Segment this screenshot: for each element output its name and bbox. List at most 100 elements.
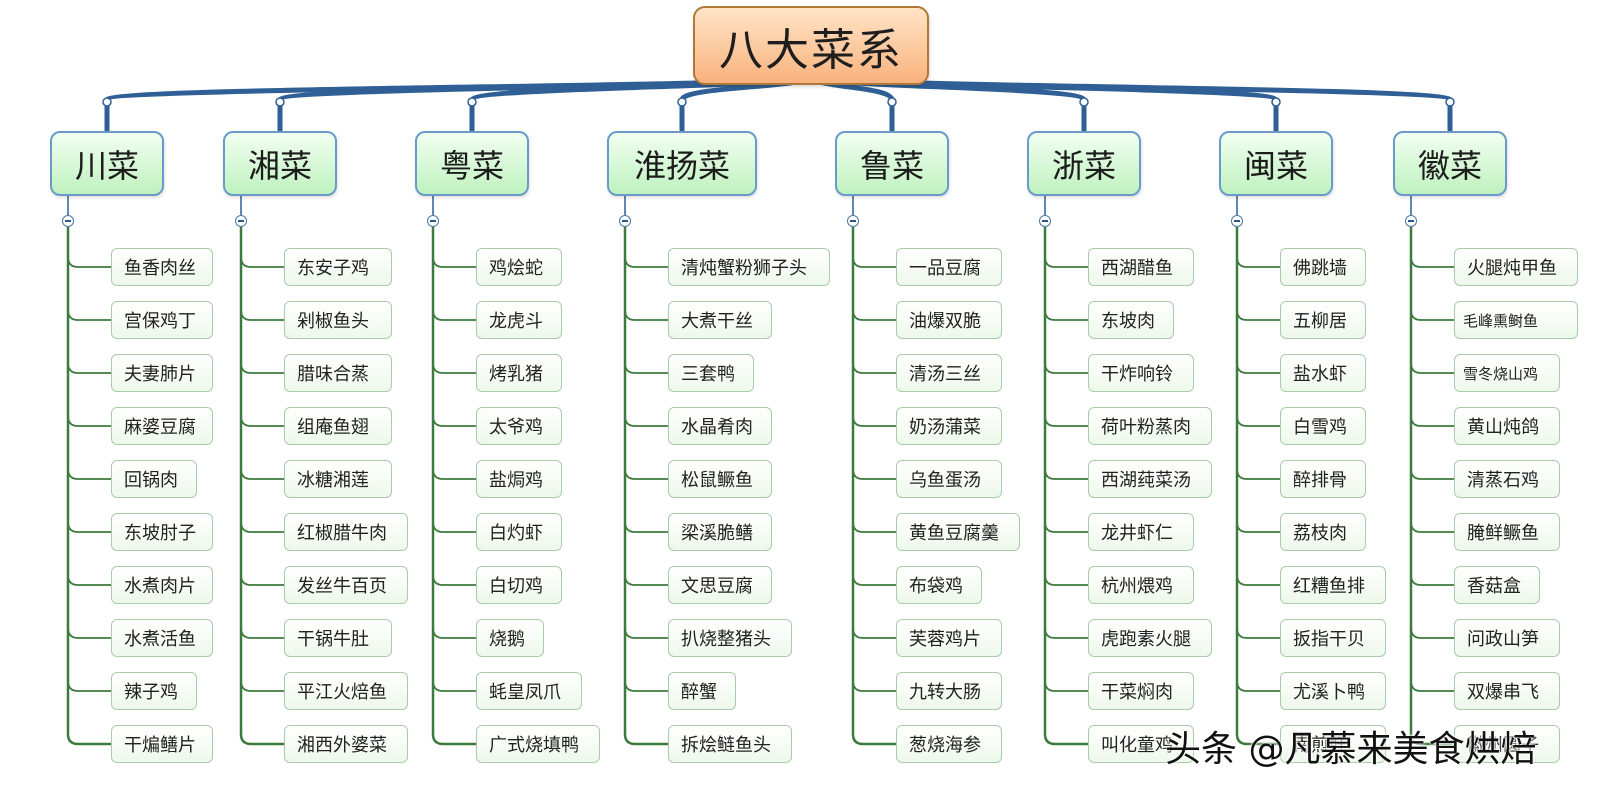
dish-node[interactable]: 南煎肝 (1280, 725, 1386, 763)
dish-node[interactable]: 白灼虾 (476, 513, 562, 551)
category-node-fujian[interactable]: 闽菜 (1219, 131, 1333, 196)
dish-node[interactable]: 鱼香肉丝 (111, 248, 213, 286)
category-node-anhui[interactable]: 徽菜 (1393, 131, 1507, 196)
dish-node[interactable]: 杭州煨鸡 (1088, 566, 1194, 604)
dish-node[interactable]: 五柳居 (1280, 301, 1366, 339)
dish-node[interactable]: 西湖莼菜汤 (1088, 460, 1212, 498)
dish-node[interactable]: 白雪鸡 (1280, 407, 1366, 445)
dish-node[interactable]: 水煮肉片 (111, 566, 213, 604)
dish-node[interactable]: 荷叶粉蒸肉 (1088, 407, 1212, 445)
branch-line (240, 468, 284, 480)
dish-node[interactable]: 广式烧填鸭 (476, 725, 600, 763)
category-node-shandong[interactable]: 鲁菜 (835, 131, 949, 196)
dish-node[interactable]: 鸡烩蛇 (476, 248, 562, 286)
dish-node[interactable]: 奶汤蒲菜 (896, 407, 1002, 445)
dish-node[interactable]: 黄山炖鸽 (1454, 407, 1560, 445)
collapse-toggle-canton[interactable] (427, 215, 439, 227)
dish-node[interactable]: 尤溪卜鸭 (1280, 672, 1386, 710)
dish-node[interactable]: 干菜焖肉 (1088, 672, 1194, 710)
dish-node[interactable]: 九转大肠 (896, 672, 1002, 710)
dish-node[interactable]: 湘西外婆菜 (284, 725, 408, 763)
dish-node[interactable]: 组庵鱼翅 (284, 407, 392, 445)
dish-node[interactable]: 龙井虾仁 (1088, 513, 1194, 551)
dish-node[interactable]: 一品豆腐 (896, 248, 1002, 286)
dish-node[interactable]: 腊味合蒸 (284, 354, 392, 392)
dish-node[interactable]: 盐焗鸡 (476, 460, 562, 498)
dish-node[interactable]: 香菇盒 (1454, 566, 1540, 604)
dish-node[interactable]: 扳指干贝 (1280, 619, 1386, 657)
dish-node[interactable]: 发丝牛百页 (284, 566, 408, 604)
dish-node[interactable]: 毛峰熏鲥鱼 (1454, 301, 1578, 339)
dish-node[interactable]: 乌鱼蛋汤 (896, 460, 1002, 498)
dish-node[interactable]: 东坡肉 (1088, 301, 1174, 339)
dish-node[interactable]: 腌鲜鳜鱼 (1454, 513, 1560, 551)
dish-node[interactable]: 红椒腊牛肉 (284, 513, 408, 551)
dish-node[interactable]: 回锅肉 (111, 460, 197, 498)
dish-node[interactable]: 火腿炖甲鱼 (1454, 248, 1578, 286)
dish-node[interactable]: 烧鹅 (476, 619, 544, 657)
dish-node[interactable]: 太爷鸡 (476, 407, 562, 445)
collapse-toggle-huaiyang[interactable] (619, 215, 631, 227)
dish-node[interactable]: 清蒸石鸡 (1454, 460, 1560, 498)
dish-node[interactable]: 虎跑素火腿 (1088, 619, 1212, 657)
collapse-toggle-fujian[interactable] (1231, 215, 1243, 227)
dish-node[interactable]: 冰糖湘莲 (284, 460, 392, 498)
dish-node[interactable]: 扒烧整猪头 (668, 619, 792, 657)
dish-node[interactable]: 宫保鸡丁 (111, 301, 213, 339)
dish-node[interactable]: 龙虎斗 (476, 301, 562, 339)
dish-node[interactable]: 醉排骨 (1280, 460, 1366, 498)
dish-node[interactable]: 水晶肴肉 (668, 407, 772, 445)
dish-node[interactable]: 白切鸡 (476, 566, 562, 604)
dish-node[interactable]: 荔枝肉 (1280, 513, 1366, 551)
category-node-sichuan[interactable]: 川菜 (50, 131, 164, 196)
dish-node[interactable]: 大煮干丝 (668, 301, 772, 339)
dish-node[interactable]: 清炖蟹粉狮子头 (668, 248, 830, 286)
dish-node[interactable]: 雪冬烧山鸡 (1454, 354, 1560, 392)
dish-node[interactable]: 问政山笋 (1454, 619, 1560, 657)
collapse-toggle-shandong[interactable] (847, 215, 859, 227)
dish-node[interactable]: 东坡肘子 (111, 513, 213, 551)
dish-node[interactable]: 芙蓉鸡片 (896, 619, 1002, 657)
dish-node[interactable]: 葱烧海参 (896, 725, 1002, 763)
dish-node[interactable]: 红糟鱼排 (1280, 566, 1386, 604)
dish-node[interactable]: 盐水虾 (1280, 354, 1366, 392)
dish-node[interactable]: 徽州圆子 (1454, 725, 1560, 763)
dish-node[interactable]: 佛跳墙 (1280, 248, 1366, 286)
dish-node[interactable]: 干锅牛肚 (284, 619, 392, 657)
dish-node[interactable]: 清汤三丝 (896, 354, 1002, 392)
dish-node[interactable]: 夫妻肺片 (111, 354, 213, 392)
dish-node[interactable]: 醉蟹 (668, 672, 736, 710)
dish-node[interactable]: 水煮活鱼 (111, 619, 213, 657)
dish-node[interactable]: 西湖醋鱼 (1088, 248, 1194, 286)
dish-node[interactable]: 松鼠鳜鱼 (668, 460, 772, 498)
dish-node[interactable]: 三套鸭 (668, 354, 754, 392)
category-node-zhejiang[interactable]: 浙菜 (1027, 131, 1141, 196)
category-node-hunan[interactable]: 湘菜 (223, 131, 337, 196)
category-node-huaiyang[interactable]: 淮扬菜 (607, 131, 757, 196)
branch-line (67, 521, 111, 533)
collapse-toggle-anhui[interactable] (1405, 215, 1417, 227)
dish-node[interactable]: 剁椒鱼头 (284, 301, 392, 339)
dish-node[interactable]: 辣子鸡 (111, 672, 197, 710)
collapse-toggle-sichuan[interactable] (62, 215, 74, 227)
dish-node[interactable]: 蚝皇凤爪 (476, 672, 582, 710)
dish-node[interactable]: 双爆串飞 (1454, 672, 1560, 710)
dish-label: 麻婆豆腐 (124, 417, 196, 438)
dish-node[interactable]: 叫化童鸡 (1088, 725, 1194, 763)
collapse-toggle-zhejiang[interactable] (1039, 215, 1051, 227)
category-node-canton[interactable]: 粤菜 (415, 131, 529, 196)
dish-node[interactable]: 油爆双脆 (896, 301, 1002, 339)
dish-node[interactable]: 黄鱼豆腐羹 (896, 513, 1020, 551)
branch-spine (1409, 227, 1454, 746)
dish-node[interactable]: 东安子鸡 (284, 248, 392, 286)
dish-node[interactable]: 拆烩鲢鱼头 (668, 725, 792, 763)
collapse-toggle-hunan[interactable] (235, 215, 247, 227)
dish-node[interactable]: 文思豆腐 (668, 566, 772, 604)
dish-node[interactable]: 平江火焙鱼 (284, 672, 408, 710)
dish-node[interactable]: 梁溪脆鳝 (668, 513, 772, 551)
dish-node[interactable]: 烤乳猪 (476, 354, 562, 392)
dish-node[interactable]: 干炸响铃 (1088, 354, 1194, 392)
dish-node[interactable]: 布袋鸡 (896, 566, 982, 604)
dish-node[interactable]: 麻婆豆腐 (111, 407, 213, 445)
dish-node[interactable]: 干煸鳝片 (111, 725, 213, 763)
